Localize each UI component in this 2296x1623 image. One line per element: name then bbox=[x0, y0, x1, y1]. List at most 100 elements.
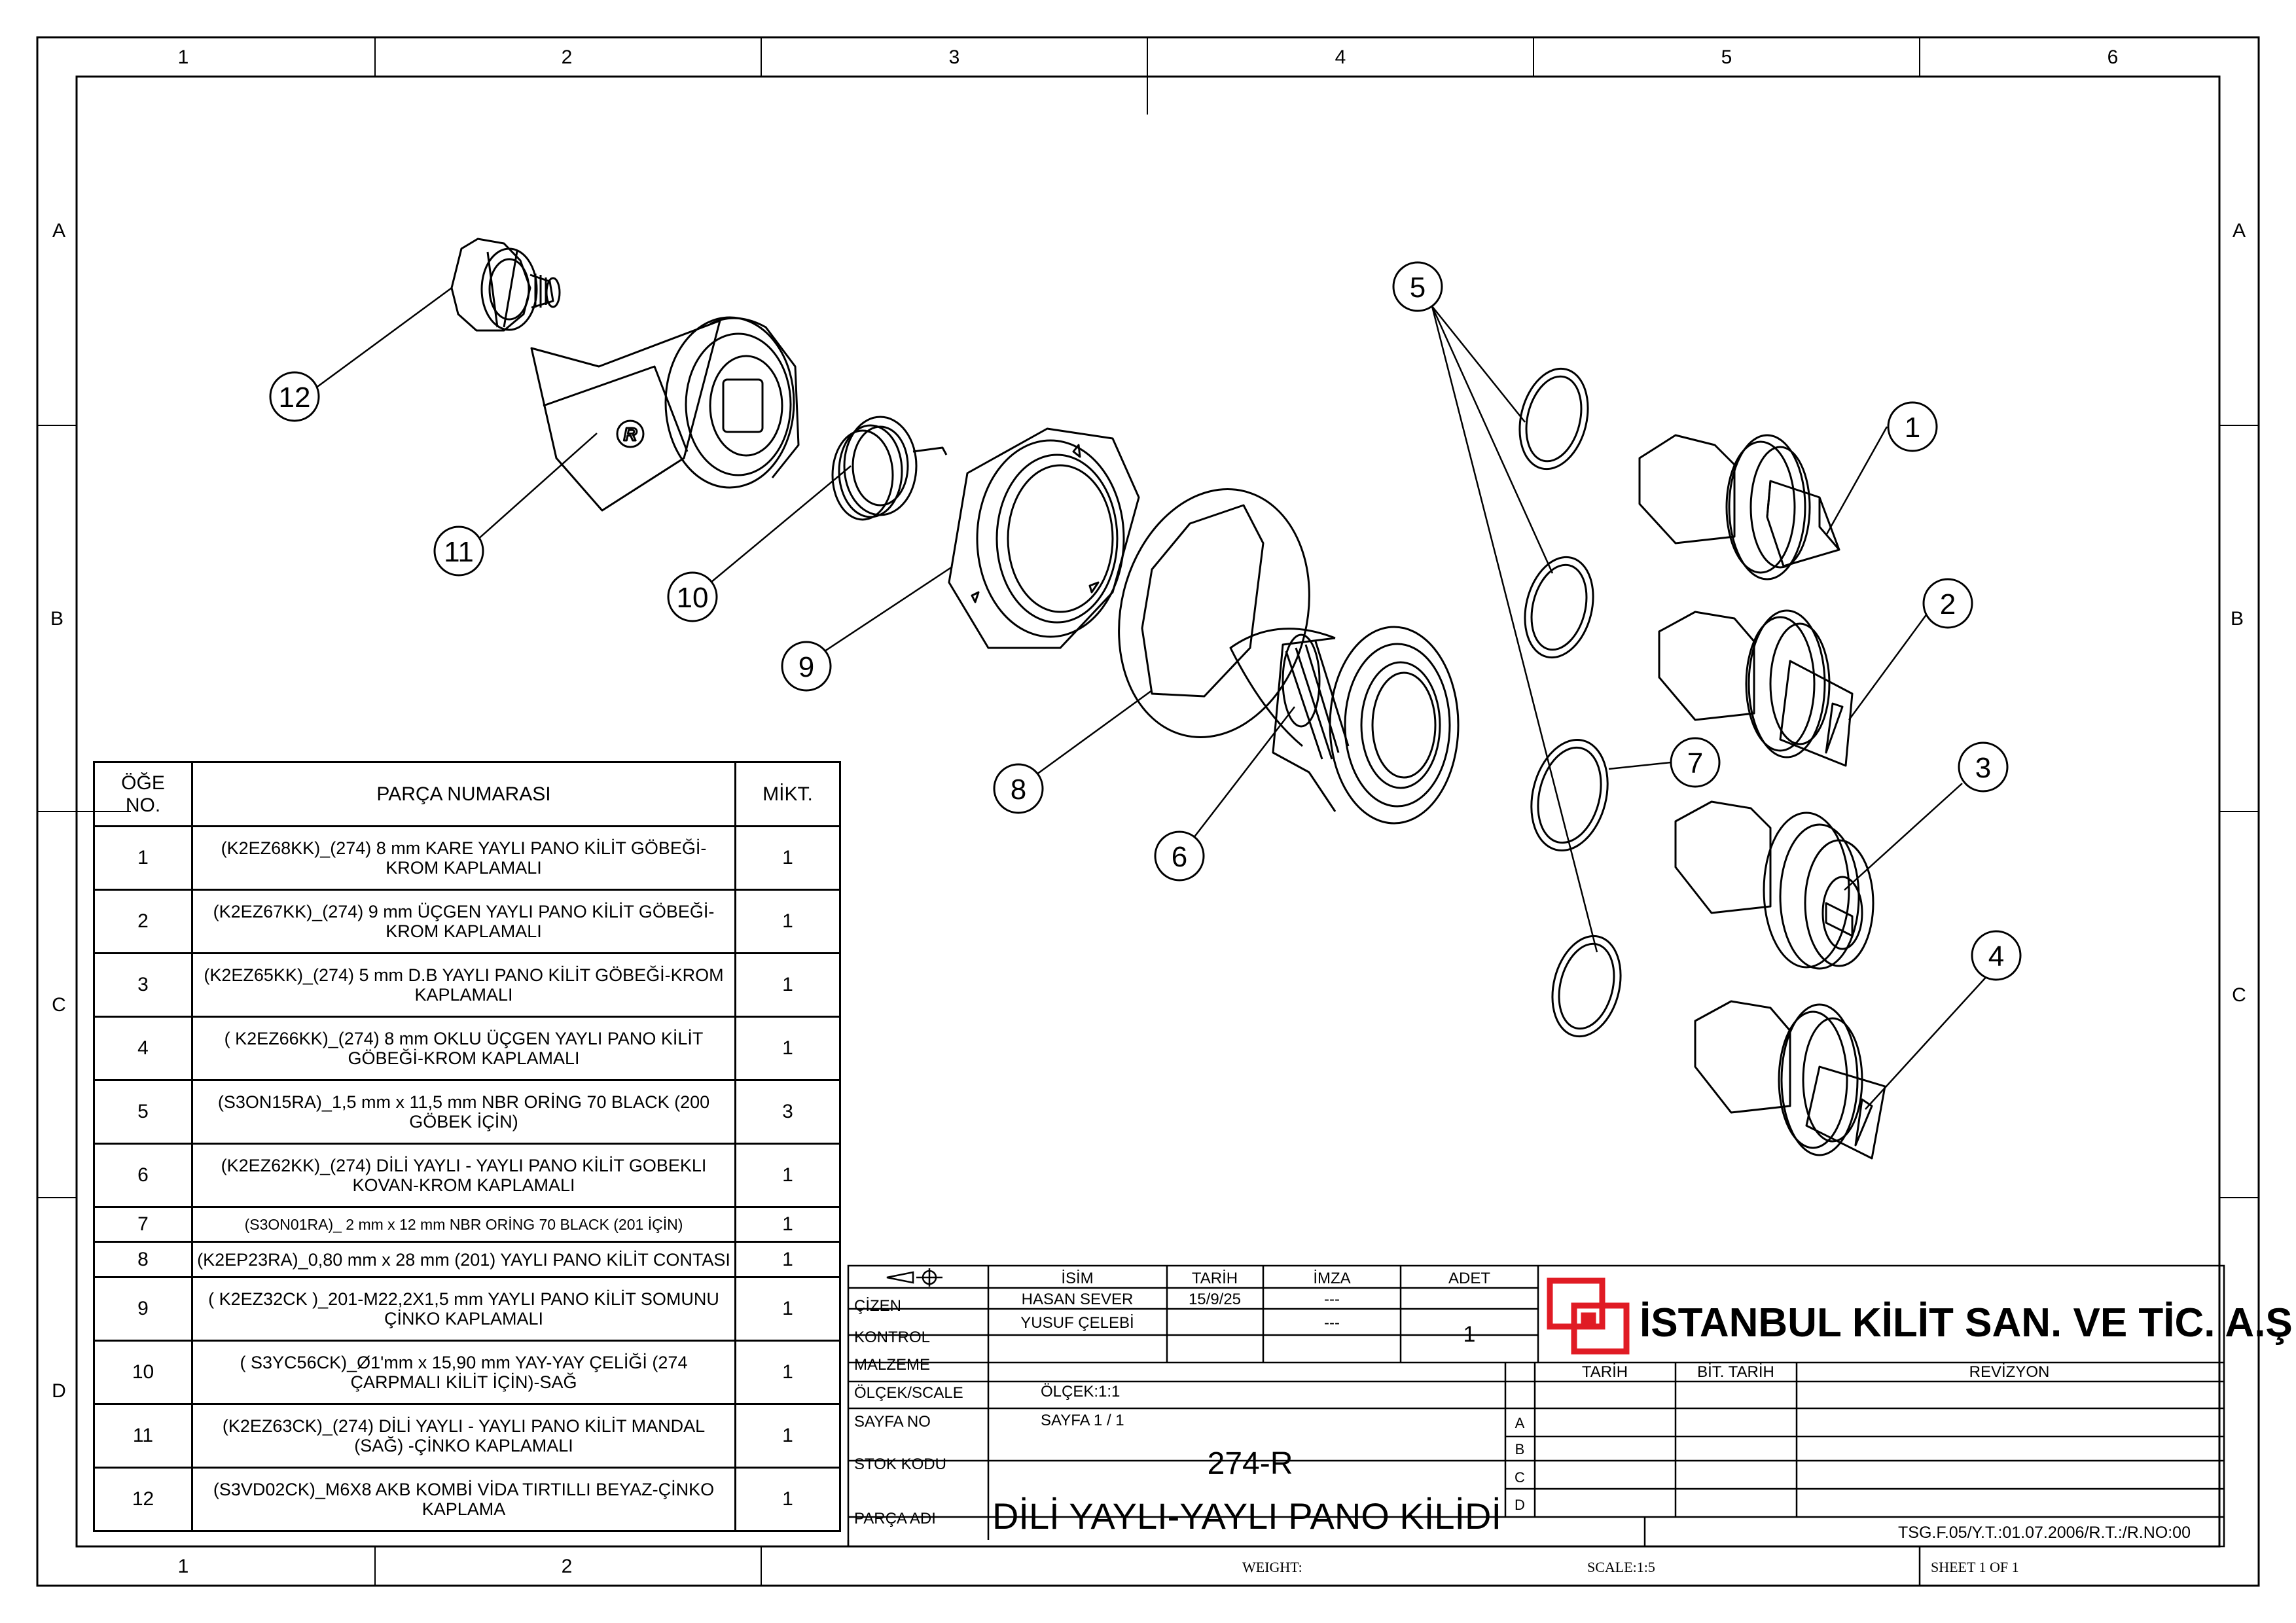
bom-row: 2(K2EZ67KK)_(274) 9 mm ÜÇGEN YAYLI PANO … bbox=[93, 888, 841, 954]
bom-item-no: 3 bbox=[93, 952, 193, 1018]
bom-part: (S3ON01RA)_ 2 mm x 12 mm NBR ORİNG 70 BL… bbox=[191, 1205, 736, 1243]
tb-check-name: YUSUF ÇELEBİ bbox=[1020, 1314, 1134, 1332]
bom-row: 10( S3YC56CK)_Ø1'mm x 15,90 mm YAY-YAY Ç… bbox=[93, 1339, 841, 1405]
bom-row: 8(K2EP23RA)_0,80 mm x 28 mm (201) YAYLI … bbox=[93, 1241, 841, 1278]
tb-sheet-value: SAYFA 1 / 1 bbox=[1041, 1412, 1124, 1429]
bom-row: 7(S3ON01RA)_ 2 mm x 12 mm NBR ORİNG 70 B… bbox=[93, 1205, 841, 1243]
part-core-square-1 bbox=[1638, 434, 1840, 580]
bom-qty: 1 bbox=[734, 888, 841, 954]
tb-hdr-date: TARİH bbox=[1192, 1270, 1238, 1287]
bom-part: (K2EZ63CK)_(274) DİLİ YAYLI - YAYLI PANO… bbox=[191, 1402, 736, 1469]
bom-row: 5(S3ON15RA)_1,5 mm x 11,5 mm NBR ORİNG 7… bbox=[93, 1079, 841, 1145]
balloon-circle-7 bbox=[1670, 737, 1721, 788]
row-label-B-right: B bbox=[2231, 608, 2244, 630]
tb-drawn-label: ÇİZEN bbox=[854, 1297, 901, 1315]
bom-part: (K2EZ62KK)_(274) DİLİ YAYLI - YAYLI PANO… bbox=[191, 1142, 736, 1208]
balloon-6: 6 bbox=[1172, 841, 1187, 873]
bom-item-no: 11 bbox=[93, 1402, 193, 1469]
part-body-6 bbox=[1229, 626, 1460, 825]
bom-row: 9( K2EZ32CK )_201-M22,2X1,5 mm YAYLI PAN… bbox=[93, 1276, 841, 1342]
col-label-5: 5 bbox=[1721, 46, 1732, 68]
title-block bbox=[847, 1264, 2225, 1586]
bom-part: (K2EZ68KK)_(274) 8 mm KARE YAYLI PANO Kİ… bbox=[191, 825, 736, 891]
bom-item-no: 1 bbox=[93, 825, 193, 891]
bom-item-no: 6 bbox=[93, 1142, 193, 1208]
tb-rev-end: BİT. TARİH bbox=[1697, 1363, 1774, 1381]
balloon-circle-11 bbox=[433, 526, 484, 577]
balloon-circle-6 bbox=[1154, 830, 1205, 882]
tb-sheet-bottom: SHEET 1 OF 1 bbox=[1931, 1559, 2019, 1575]
bom-qty: 1 bbox=[734, 1276, 841, 1342]
balloon-11: 11 bbox=[444, 536, 474, 568]
bom-qty: 1 bbox=[734, 1339, 841, 1405]
tb-scale-value: ÖLÇEK:1:1 bbox=[1041, 1383, 1120, 1400]
bom-row: 4( K2EZ66KK)_(274) 8 mm OKLU ÜÇGEN YAYLI… bbox=[93, 1015, 841, 1081]
balloon-2: 2 bbox=[1940, 588, 1956, 620]
bom-header-item-line2: NO. bbox=[125, 794, 161, 816]
tb-hdr-sign: İMZA bbox=[1313, 1270, 1350, 1287]
bom-row: 1(K2EZ68KK)_(274) 8 mm KARE YAYLI PANO K… bbox=[93, 825, 841, 891]
balloon-7: 7 bbox=[1687, 747, 1703, 779]
brand-mark-circle bbox=[616, 419, 645, 448]
bom-row: 3(K2EZ65KK)_(274) 5 mm D.B YAYLI PANO Kİ… bbox=[93, 952, 841, 1018]
bom-row: 6(K2EZ62KK)_(274) DİLİ YAYLI - YAYLI PAN… bbox=[93, 1142, 841, 1208]
tb-rev-row-b: B bbox=[1515, 1441, 1525, 1457]
bom-part: (S3ON15RA)_1,5 mm x 11,5 mm NBR ORİNG 70… bbox=[191, 1079, 736, 1145]
balloon-circle-5 bbox=[1392, 261, 1443, 312]
tb-hdr-name: İSİM bbox=[1061, 1270, 1093, 1287]
tb-drawn-sign: --- bbox=[1324, 1291, 1340, 1308]
tb-stock-value: 274-R bbox=[1208, 1446, 1293, 1481]
tb-drawn-name: HASAN SEVER bbox=[1022, 1291, 1134, 1308]
part-latch-11 bbox=[530, 316, 800, 512]
bom-row: 12(S3VD02CK)_M6X8 AKB KOMBİ VİDA TIRTILL… bbox=[93, 1466, 841, 1533]
bom-table: ÖĞE NO. PARÇA NUMARASI MİKT. 1(K2EZ68KK)… bbox=[93, 761, 841, 1533]
part-orings-5 bbox=[1518, 367, 1622, 1038]
bom-qty: 1 bbox=[734, 1015, 841, 1081]
part-oring-7 bbox=[1530, 738, 1609, 852]
balloon-5: 5 bbox=[1410, 272, 1426, 304]
col-label-4: 4 bbox=[1335, 46, 1346, 68]
bom-part: (K2EP23RA)_0,80 mm x 28 mm (201) YAYLI P… bbox=[191, 1241, 736, 1278]
balloon-circle-2 bbox=[1922, 578, 1973, 629]
bom-item-no: 10 bbox=[93, 1339, 193, 1405]
bom-row: 11(K2EZ63CK)_(274) DİLİ YAYLI - YAYLI PA… bbox=[93, 1402, 841, 1469]
bom-header-item-line1: ÖĞE bbox=[121, 772, 165, 794]
balloon-3: 3 bbox=[1975, 752, 1991, 784]
bom-item-no: 4 bbox=[93, 1015, 193, 1081]
row-label-A-right: A bbox=[2233, 220, 2246, 241]
balloon-circle-8 bbox=[993, 763, 1044, 814]
tb-rev-row-d: D bbox=[1515, 1497, 1525, 1513]
balloon-circle-12 bbox=[269, 371, 320, 422]
part-spring-10 bbox=[831, 416, 948, 521]
balloon-numbers: 1 2 3 4 5 6 7 8 9 10 11 12 bbox=[279, 272, 2005, 972]
brand-mark-glyph: R bbox=[624, 424, 637, 444]
bom-header-qty: MİKT. bbox=[734, 761, 841, 827]
bom-item-no: 7 bbox=[93, 1205, 193, 1243]
bom-item-no: 12 bbox=[93, 1466, 193, 1533]
tb-rev-date: TARİH bbox=[1582, 1363, 1628, 1381]
tb-hdr-qty: ADET bbox=[1448, 1270, 1490, 1287]
col-label-1: 1 bbox=[178, 46, 189, 68]
col-label-2: 2 bbox=[562, 46, 573, 68]
company-name: İSTANBUL KİLİT SAN. VE TİC. A.Ş bbox=[1640, 1300, 2293, 1346]
part-core-db-3 bbox=[1674, 800, 1874, 970]
company-logo bbox=[1547, 1277, 1630, 1355]
bom-qty: 1 bbox=[734, 952, 841, 1018]
tb-rev-row-c: C bbox=[1515, 1469, 1525, 1486]
balloon-4: 4 bbox=[1988, 940, 2004, 972]
bom-item-no: 2 bbox=[93, 888, 193, 954]
row-label-A: A bbox=[52, 220, 65, 241]
bom-part: (K2EZ65KK)_(274) 5 mm D.B YAYLI PANO KİL… bbox=[191, 952, 736, 1018]
balloon-12: 12 bbox=[279, 382, 311, 414]
balloon-leaders bbox=[312, 287, 1997, 1110]
bom-item-no: 8 bbox=[93, 1241, 193, 1278]
tb-stock-label: STOK KODU bbox=[854, 1455, 946, 1473]
tb-sheet-label: SAYFA NO bbox=[854, 1413, 931, 1431]
zone-labels: 1 2 3 4 5 6 1 2 A B C D A B C bbox=[50, 46, 2246, 1577]
tb-part-value: DİLİ YAYLI-YAYLI PANO KİLİDİ bbox=[992, 1495, 1501, 1537]
part-gasket-8 bbox=[1118, 488, 1310, 738]
bom-qty: 1 bbox=[734, 1466, 841, 1533]
part-screw-12 bbox=[450, 238, 561, 332]
col-label-6: 6 bbox=[2108, 46, 2119, 68]
